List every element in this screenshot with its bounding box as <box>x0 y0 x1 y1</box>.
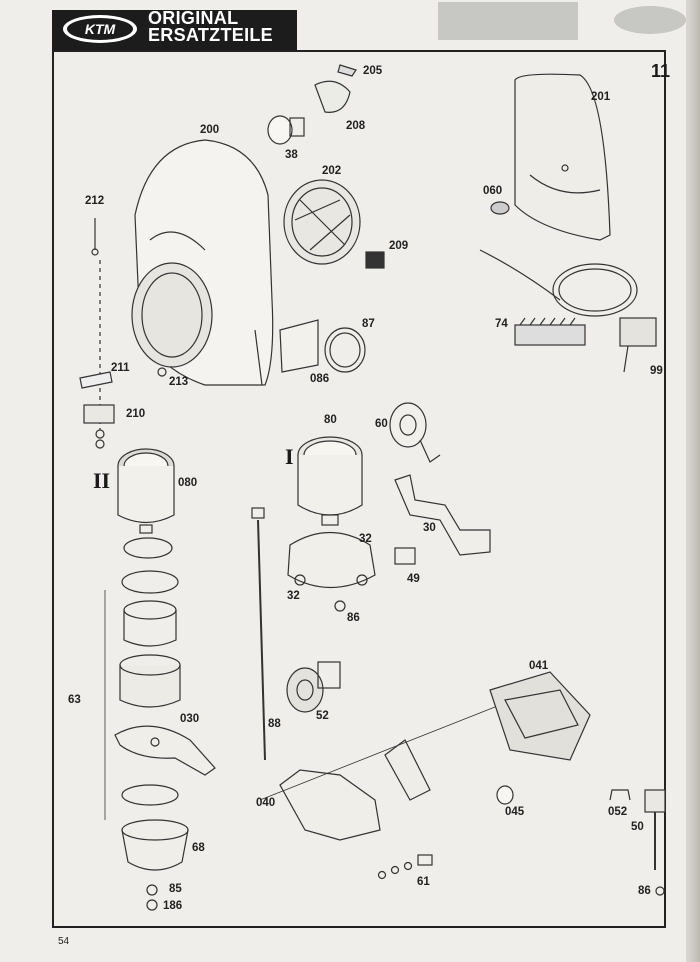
speedometer <box>297 436 363 526</box>
mounting-ring-stack <box>104 537 181 820</box>
headlight-reflector <box>283 179 385 269</box>
part-label-200: 200 <box>200 124 220 136</box>
roman-numeral-i: I <box>285 444 294 469</box>
part-label-186: 186 <box>163 900 183 912</box>
screw-set <box>377 854 433 880</box>
part-label-040: 040 <box>256 797 276 809</box>
bulb-and-socket <box>267 64 357 145</box>
part-label-209: 209 <box>389 240 409 252</box>
page-number: 54 <box>58 936 70 947</box>
part-label-32-bottom: 32 <box>287 590 300 602</box>
part-label-52: 52 <box>316 710 329 722</box>
part-label-99: 99 <box>650 365 663 377</box>
logo-text: KTM <box>85 21 116 37</box>
diagram-frame <box>52 50 666 928</box>
part-label-212: 212 <box>85 195 105 207</box>
part-label-60: 60 <box>375 418 388 430</box>
part-label-61: 61 <box>417 876 430 888</box>
part-label-86-top: 86 <box>347 612 360 624</box>
mount-bolt-bracket <box>79 218 115 449</box>
part-label-86-bottom: 86 <box>638 885 651 897</box>
part-label-208: 208 <box>346 120 366 132</box>
tail-light <box>489 671 591 805</box>
license-plate-holder <box>259 704 501 841</box>
wiring-harness <box>479 249 657 373</box>
ktm-logo: KTM <box>63 15 137 43</box>
page-edge-shadow <box>686 0 700 962</box>
part-label-210: 210 <box>126 408 146 420</box>
part-label-30: 30 <box>423 522 436 534</box>
headlight-shell <box>131 139 274 386</box>
rear-cover-plate <box>490 73 611 241</box>
part-label-80: 80 <box>324 414 337 426</box>
part-label-041: 041 <box>529 660 549 672</box>
part-label-87: 87 <box>362 318 375 330</box>
part-label-213: 213 <box>169 376 189 388</box>
part-label-045: 045 <box>505 806 525 818</box>
mount-clamp <box>287 531 416 612</box>
part-label-202: 202 <box>322 165 342 177</box>
brand-title: ORIGINAL ERSATZTEILE <box>148 8 273 45</box>
speedometer-cable <box>251 507 266 761</box>
instrument-cup <box>121 784 189 911</box>
tachometer <box>117 448 175 534</box>
part-label-49: 49 <box>407 573 420 585</box>
part-label-88: 88 <box>268 718 281 730</box>
horn <box>389 402 441 463</box>
section-number: 11 <box>651 61 671 81</box>
bracket-and-ring <box>157 319 366 377</box>
part-label-060: 060 <box>483 185 503 197</box>
part-label-85: 85 <box>169 883 182 895</box>
instrument-bracket <box>114 725 216 776</box>
part-label-201: 201 <box>591 91 611 103</box>
part-label-052: 052 <box>608 806 628 818</box>
horn-bracket <box>394 474 491 556</box>
part-label-74: 74 <box>495 318 508 330</box>
bleed-through-header <box>438 2 686 40</box>
roman-numeral-ii: II <box>93 468 111 493</box>
speedometer-drive <box>286 661 341 713</box>
part-label-63: 63 <box>68 694 81 706</box>
part-label-32-top: 32 <box>359 533 372 545</box>
flasher-relay <box>609 789 666 896</box>
part-label-211: 211 <box>111 362 130 374</box>
part-label-086: 086 <box>310 373 330 385</box>
part-label-68: 68 <box>192 842 205 854</box>
part-label-080: 080 <box>178 477 198 489</box>
brand-title-line2: ERSATZTEILE <box>148 25 273 45</box>
part-label-38: 38 <box>285 149 298 161</box>
part-label-030: 030 <box>180 713 200 725</box>
part-label-50: 50 <box>631 821 644 833</box>
part-label-205: 205 <box>363 65 383 77</box>
brand-title-line1: ORIGINAL <box>148 8 239 28</box>
